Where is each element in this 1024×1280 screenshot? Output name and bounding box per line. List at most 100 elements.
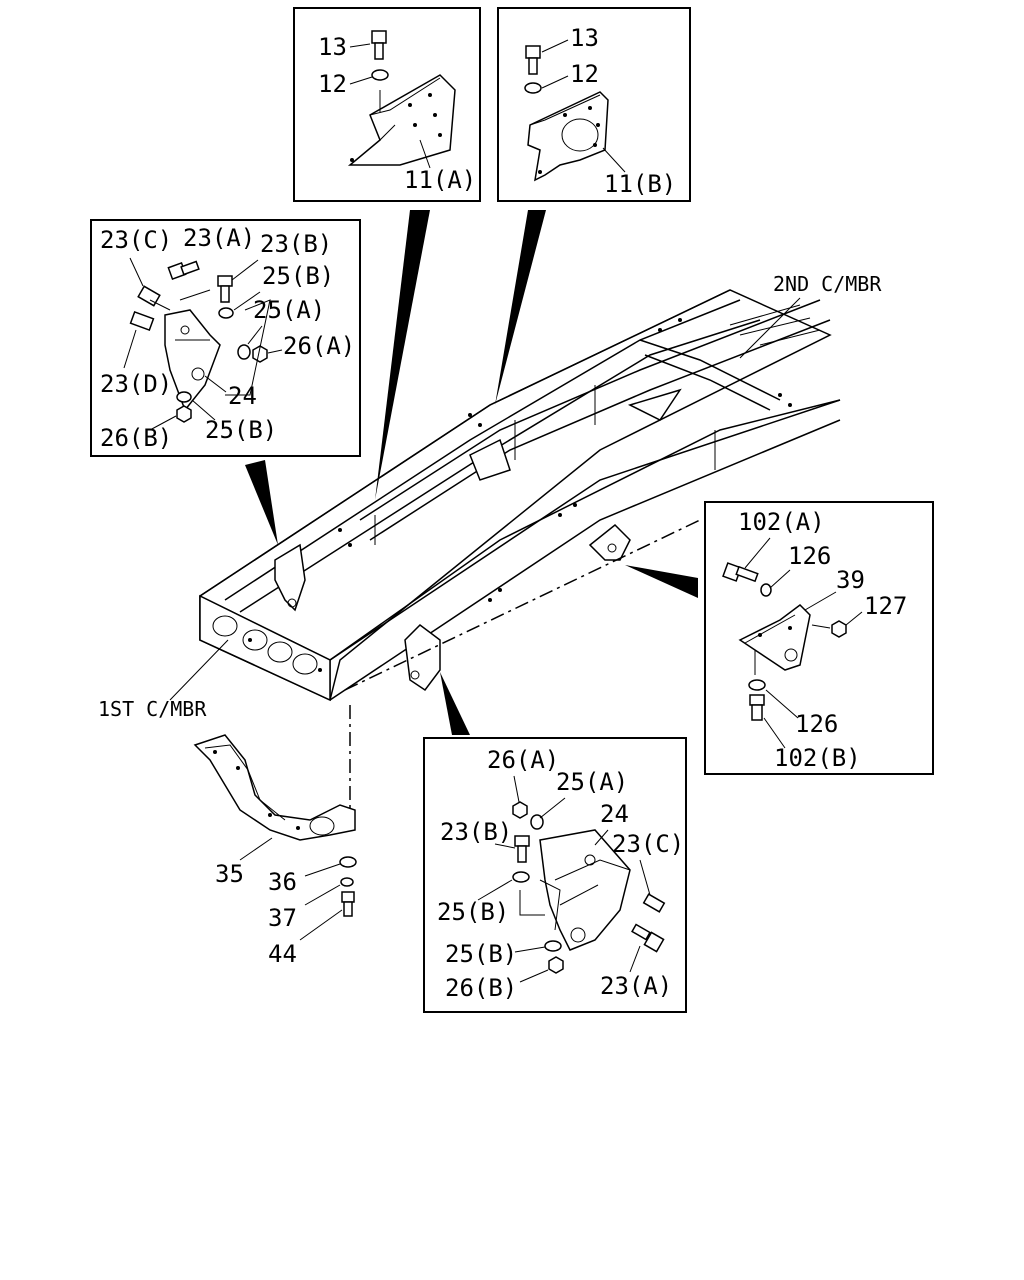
part-25b-washer-b1 (512, 871, 530, 883)
leader-37 (304, 884, 341, 906)
label-r-102a: 102(A) (738, 508, 825, 536)
pointer-bottom (440, 672, 470, 735)
part-23a-bolt-b (631, 923, 665, 953)
part-26a-nut-b (512, 801, 528, 819)
label-tl-24: 24 (228, 382, 257, 410)
detail-box-right: 102(A) 126 39 127 126 102(B) (704, 501, 934, 775)
part-102a-bolt (722, 562, 759, 583)
label-13a: 13 (318, 33, 347, 61)
label-tl-26b: 26(B) (100, 424, 172, 452)
part-12-washer-a (371, 69, 389, 81)
leader-b-25b1 (477, 879, 513, 901)
label-b-26a: 26(A) (487, 746, 559, 774)
part-23c-stud-b (642, 893, 666, 913)
leader-b-24 (594, 829, 609, 846)
part-25b-washer-upper (218, 307, 234, 319)
label-b-23a: 23(A) (600, 972, 672, 1000)
part-25a-washer-b (530, 814, 544, 830)
label-12b: 12 (570, 60, 599, 88)
leader-b-26a (513, 775, 520, 803)
leader-tl-23d (123, 329, 137, 369)
part-26b-nut (176, 405, 192, 423)
leader-b-25a (539, 797, 566, 819)
label-tl-25b2: 25(B) (205, 416, 277, 444)
leader-r-127 (845, 611, 863, 626)
part-23a-bolt (167, 260, 200, 280)
cmbr-1st-label: 1ST C/MBR (98, 697, 207, 721)
label-37: 37 (268, 904, 297, 932)
leader-tl-25a (247, 325, 263, 345)
leader-tl-23b (231, 259, 259, 281)
leader-tl-26a (267, 349, 283, 354)
frame-bracket-front (404, 624, 441, 692)
part-126-washer-upper (760, 583, 772, 597)
leader-tl-26b (149, 415, 177, 431)
part-37-spring-washer (340, 877, 354, 887)
part-102b-bolt (749, 694, 765, 721)
leader-tl-24 (204, 375, 227, 393)
cmbr-1st-leader (169, 639, 229, 701)
part-24-bracket-b (539, 829, 631, 951)
label-b-25b1: 25(B) (437, 898, 509, 926)
part-23c-stud (137, 285, 171, 311)
part-26b-nut-b (548, 956, 564, 974)
leader-35 (239, 837, 273, 861)
centerline-frame (344, 519, 701, 691)
part-11b-bracket (527, 91, 609, 182)
part-13-bolt-b (525, 45, 541, 75)
label-b-23b: 23(B) (440, 818, 512, 846)
part-36-washer (339, 856, 357, 868)
part-35-crossmember (193, 734, 356, 841)
label-tl-25a: 25(A) (253, 296, 325, 324)
cmbr-2nd-label: 2ND C/MBR (773, 272, 882, 296)
part-25a-washer (237, 344, 251, 360)
part-23d-stud (129, 310, 155, 332)
detail-box-11a: 13 12 11(A) (293, 7, 481, 202)
leader-b-23b (494, 843, 516, 849)
label-tl-23d: 23(D) (100, 370, 172, 398)
leader-tl-23c (129, 257, 144, 287)
pointer-right (625, 565, 698, 598)
label-36: 36 (268, 868, 297, 896)
label-tl-23b: 23(B) (260, 230, 332, 258)
part-13-bolt-a (371, 30, 387, 60)
part-11a-bracket (347, 74, 456, 166)
leader-b-23c (639, 859, 651, 896)
leader-b-26b (519, 969, 549, 983)
label-r-39: 39 (836, 566, 865, 594)
label-44: 44 (268, 940, 297, 968)
label-35: 35 (215, 860, 244, 888)
chassis-frame (199, 289, 841, 702)
leader-b-25b2 (514, 946, 546, 953)
label-b-25b2: 25(B) (445, 940, 517, 968)
label-11a: 11(A) (404, 166, 476, 194)
leader-tl-25b2 (191, 399, 216, 421)
detail-box-top-left: 23(C) 23(A) 23(B) 25(B) 25(A) 26(A) 23(D… (90, 219, 361, 457)
part-23b-bolt (217, 275, 233, 303)
label-b-24: 24 (600, 800, 629, 828)
leader-12a (349, 76, 373, 85)
leader-r-39 (804, 591, 837, 611)
leader-b-23a (629, 945, 641, 973)
leader-11a (419, 139, 431, 169)
label-tl-25b1: 25(B) (262, 262, 334, 290)
detail-box-11b: 13 12 11(B) (497, 7, 691, 202)
part-127-nut (831, 620, 847, 638)
pointer-11a (375, 210, 430, 500)
leader-13b (541, 39, 569, 53)
part-126-washer-lower (748, 679, 766, 691)
part-44-bolt (341, 891, 355, 917)
leader-r-126a (769, 569, 791, 589)
leader-44 (299, 909, 343, 941)
pointer-11b (495, 210, 546, 405)
part-39-bracket (738, 604, 811, 671)
label-tl-26a: 26(A) (283, 332, 355, 360)
cmbr-2nd-leader (739, 297, 801, 359)
label-13b: 13 (570, 24, 599, 52)
label-tl-23a: 23(A) (183, 224, 255, 252)
leader-12b (541, 75, 569, 89)
leader-11b (602, 147, 626, 173)
leader-13a (349, 43, 371, 48)
label-r-126a: 126 (788, 542, 831, 570)
